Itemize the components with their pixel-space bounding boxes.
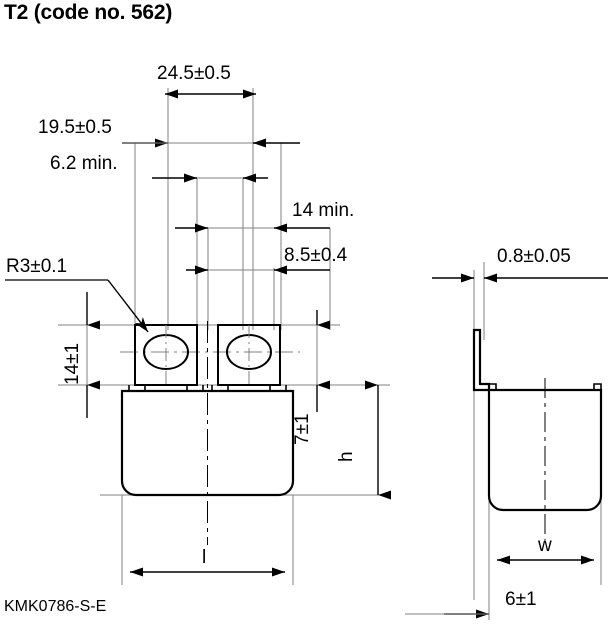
component-body-front (120, 321, 295, 545)
dimension-h-label: h (336, 451, 357, 462)
extension-lines-front (134, 88, 331, 330)
terminal-tab-right (217, 324, 281, 386)
extension-lines-side (473, 262, 602, 620)
dimension-6-label: 6±1 (505, 589, 537, 610)
dimension-0-8: 0.8±0.05 (432, 246, 608, 283)
dimension-19-5: 19.5±0.5 (38, 117, 300, 148)
dimension-24-5-label: 24.5±0.5 (157, 63, 231, 84)
dimension-l-label: l (202, 547, 206, 568)
dimension-14-min-label: 14 min. (292, 200, 354, 221)
dimension-6: 6±1 (405, 589, 537, 619)
dimension-7-vertical-label: 7±1 (292, 413, 313, 445)
dimension-7-vertical: 7±1 (292, 310, 330, 445)
part-code-label: KMK0786-S-E (4, 598, 107, 615)
dimension-24-5: 24.5±0.5 (157, 63, 256, 99)
page-title: T2 (code no. 562) (4, 1, 173, 24)
terminal-tab-left (134, 324, 198, 386)
component-body-side (487, 378, 603, 540)
dimension-8-5-label: 8.5±0.4 (284, 245, 348, 266)
dimension-6-2-min: 6.2 min. (50, 153, 268, 183)
dimension-14-min: 14 min. (175, 200, 354, 233)
dimension-6-2-min-label: 6.2 min. (50, 153, 118, 174)
dimension-14-vertical: 14±1 (58, 292, 135, 418)
dimension-h: h (336, 380, 391, 500)
dimension-r3-label: R3±0.1 (6, 256, 67, 277)
terminal-bend-side (472, 328, 491, 392)
dimension-0-8-label: 0.8±0.05 (497, 246, 571, 267)
dimension-14-vertical-label: 14±1 (62, 343, 83, 385)
dimension-w: w (497, 535, 594, 565)
front-view: 7±1 h l (100, 310, 391, 585)
dimension-l: l (121, 495, 294, 585)
dimension-19-5-label: 19.5±0.5 (38, 117, 112, 138)
dimension-w-label: w (537, 535, 552, 556)
side-view: 0.8±0.05 w 6±1 (405, 246, 608, 620)
dimension-8-5: 8.5±0.4 (186, 245, 348, 275)
dimension-r3: R3±0.1 (5, 256, 149, 333)
